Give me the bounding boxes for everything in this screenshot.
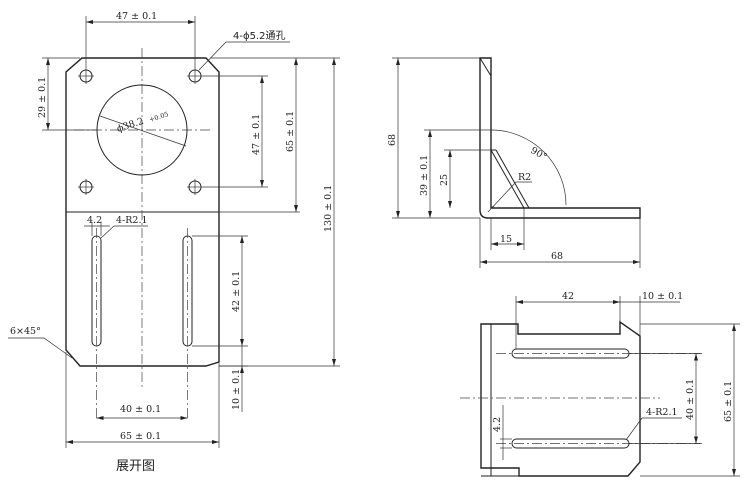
mounting-holes xyxy=(78,68,203,195)
dim-gusset-base: 15 xyxy=(500,234,512,245)
dim-width-top: 47 ± 0.1 xyxy=(116,11,157,22)
dim-slot-width: 4.2 xyxy=(87,215,102,226)
slot-radius-note: 4-R2.1 xyxy=(116,215,148,226)
bore-tolerance: +0.05 xyxy=(148,110,169,124)
top-slot-radius-note: 4-R2.1 xyxy=(646,407,678,418)
side-view: 68 39 ± 0.1 25 90° R2 15 68 xyxy=(387,57,641,268)
dim-top-slot-spacing: 40 ± 0.1 xyxy=(685,379,696,420)
angle-arc xyxy=(490,129,567,206)
hole-note: 4-ϕ5.2通孔 xyxy=(233,30,285,42)
flat-pattern-outline xyxy=(65,57,220,367)
top-view-outline xyxy=(480,320,641,477)
dim-slot-length: 42 ± 0.1 xyxy=(231,271,242,312)
dim-top-width: 65 ± 0.1 xyxy=(723,381,734,422)
gusset xyxy=(490,149,530,209)
bore-dia-label: ϕ38.2 xyxy=(116,116,146,135)
dim-slot-spacing: 40 ± 0.1 xyxy=(120,404,161,415)
flat-pattern-view: 47 ± 0.1 4-ϕ5.2通孔 29 ± 0.1 ϕ38.2 +0.05 4… xyxy=(8,11,340,474)
dim-gusset-height: 39 ± 0.1 xyxy=(419,155,430,196)
dim-top-slot-width: 4.2 xyxy=(492,417,503,432)
bore-dia-leader xyxy=(99,115,187,147)
bend-radius: R2 xyxy=(518,172,531,183)
dim-overall-height: 130 ± 0.1 xyxy=(323,185,334,232)
top-view: 42 10 ± 0.1 40 ± 0.1 65 ± 0.1 4.2 4-R2.1 xyxy=(460,291,740,477)
flat-pattern-caption: 展开图 xyxy=(116,459,155,474)
dim-overall-width: 65 ± 0.1 xyxy=(120,431,161,442)
dim-top-edge-offset: 10 ± 0.1 xyxy=(642,291,683,302)
dim-upper-height: 65 ± 0.1 xyxy=(285,111,296,152)
chamfer-note: 6×45° xyxy=(10,326,41,337)
side-view-outline xyxy=(479,57,641,219)
dim-side-length: 68 xyxy=(551,251,563,262)
bore-circle xyxy=(96,84,188,176)
dim-side-height: 68 xyxy=(387,134,398,146)
dim-gusset-inner: 25 xyxy=(439,174,450,186)
dim-top-slot-length: 42 xyxy=(562,291,574,302)
dim-angle: 90° xyxy=(529,145,549,163)
dim-hole-spacing-v: 47 ± 0.1 xyxy=(251,114,262,155)
dim-hole-offset: 29 ± 0.1 xyxy=(37,77,48,118)
dim-bottom-margin: 10 ± 0.1 xyxy=(231,369,242,410)
